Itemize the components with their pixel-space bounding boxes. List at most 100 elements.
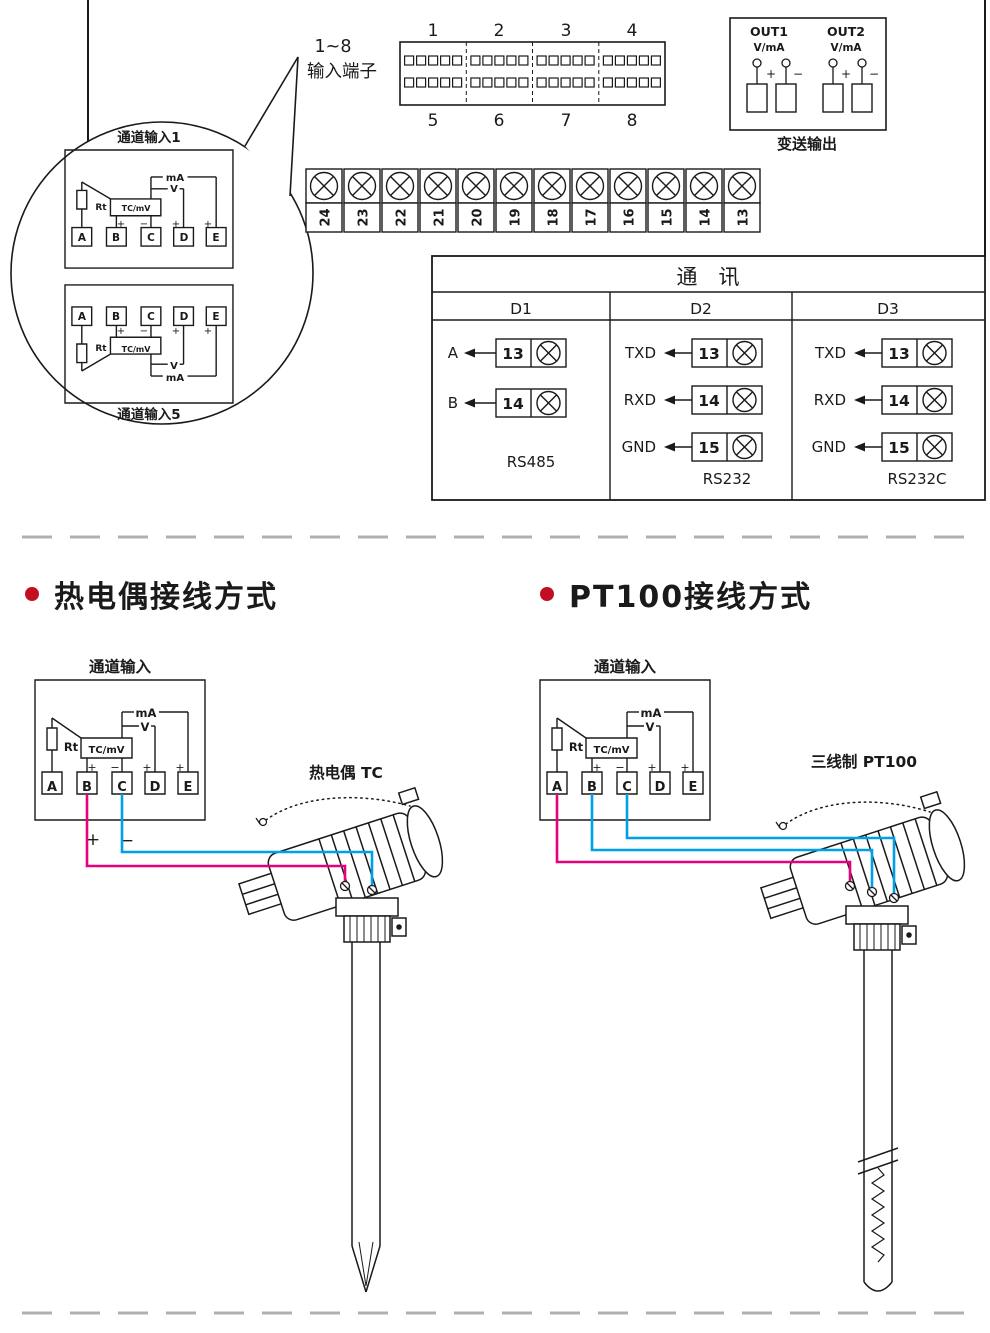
connector-dividers <box>465 42 600 105</box>
pt100-wiring-section: 通道输入 A B C D E Rt TC/mV V mA + − + + 三线制… <box>539 657 973 1292</box>
connector-number: 5 <box>428 111 439 131</box>
pt-sensor-body <box>845 905 917 1292</box>
screw-terminal-icon <box>536 390 561 416</box>
terminal-number: 20 <box>471 208 486 226</box>
terminal-a-label: A <box>552 780 562 795</box>
terminal-number: 21 <box>433 208 448 226</box>
screw-terminal-icon <box>457 168 495 204</box>
terminal-a-label: A <box>47 780 57 795</box>
channel1-label: 通道输入1 <box>117 129 180 146</box>
comm-terminal-num: 14 <box>698 392 720 410</box>
comm-terminal-num: 13 <box>888 345 910 363</box>
terminal-d-label: D <box>150 780 161 795</box>
screw-terminal-icon <box>723 168 761 204</box>
tc-section-heading: 热电偶接线方式 <box>54 580 278 615</box>
plus-sign: + <box>204 326 212 337</box>
connector-number: 4 <box>627 21 638 41</box>
comm-col-d2: D2 <box>690 300 712 318</box>
comm-table-outline <box>431 255 986 501</box>
minus-sign: − <box>140 219 148 230</box>
terminal-e-label: E <box>184 780 193 795</box>
plus-sign: + <box>647 761 656 774</box>
section-headings: 热电偶接线方式 PT100接线方式 <box>25 580 812 615</box>
output-terminal-squares <box>746 83 873 113</box>
tc-head-terminal-screws <box>339 880 378 896</box>
terminal-e-label: E <box>689 780 698 795</box>
terminal-number-boxes <box>305 202 761 233</box>
channel5-label: 通道输入5 <box>117 406 180 423</box>
plus-sign: + <box>142 761 151 774</box>
pt-element-coil <box>870 1167 886 1263</box>
comm-terminal-num: 14 <box>888 392 910 410</box>
connector-number: 3 <box>561 21 572 41</box>
terminal-c-label: C <box>117 780 127 795</box>
plus-sign: + <box>204 219 212 230</box>
tc-channel-label: 通道输入 <box>89 657 152 676</box>
rt-label: Rt <box>95 344 107 354</box>
terminal-b-label: B <box>82 780 92 795</box>
output-box: OUT1 OUT2 V/mA V/mA + − + − 变送输出 <box>729 17 887 153</box>
screw-terminal-icon <box>685 168 723 204</box>
pt-wire-b <box>590 794 874 892</box>
screw-terminal-icon <box>732 340 757 366</box>
terminal-d-label: D <box>180 232 189 244</box>
comm-col-d3: D3 <box>877 300 899 318</box>
tcmv-label: TC/mV <box>122 204 152 213</box>
tc-sensor-label: 热电偶 TC <box>309 763 383 782</box>
out2-label: OUT2 <box>827 24 865 39</box>
terminal-number: 18 <box>547 208 562 226</box>
pin-row <box>602 77 662 88</box>
comm-table-grid <box>432 291 985 500</box>
out1-label: OUT1 <box>750 24 788 39</box>
terminal-number: 24 <box>319 208 334 226</box>
terminal-numbers: 24 23 22 21 20 19 18 17 16 15 14 13 <box>319 208 752 226</box>
terminal-d-label: D <box>180 311 189 323</box>
terminal-number: 16 <box>623 208 638 226</box>
comm-table: 通 讯 D1 D2 D3 A 13 B 14 RS485 TXD 13 RXD … <box>431 255 986 501</box>
screw-terminal-icon <box>732 387 757 413</box>
balloon-tail <box>244 56 299 197</box>
terminal-strip: 24 23 22 21 20 19 18 17 16 15 14 13 <box>305 168 761 233</box>
comm-standard: RS232 <box>703 470 752 488</box>
out1-plus-label: + <box>766 67 776 81</box>
screw-terminal-icon <box>647 168 685 204</box>
comm-standard: RS232C <box>887 470 946 488</box>
plus-sign: + <box>87 761 96 774</box>
panel-outline <box>87 0 986 257</box>
input-connector: 1 2 3 4 5 6 7 8 <box>399 21 666 131</box>
v-label: V <box>170 184 178 195</box>
bullet-icon <box>25 587 39 601</box>
comm-col-d1: D1 <box>510 300 532 318</box>
terminal-d-label: D <box>655 780 666 795</box>
terminal-c-label: C <box>147 232 155 244</box>
pt-chain-anchor <box>778 821 788 831</box>
terminal-a-label: A <box>78 232 87 244</box>
screw-terminal-icon <box>922 387 947 413</box>
comm-signal: B <box>448 394 458 412</box>
comm-d3: TXD 13 RXD 14 GND 15 RS232C <box>812 338 953 488</box>
comm-d1: A 13 B 14 RS485 <box>448 338 567 471</box>
minus-sign: − <box>110 761 119 774</box>
terminal-c-label: C <box>622 780 632 795</box>
screw-terminal-icon <box>536 340 561 366</box>
comm-signal: TXD <box>624 344 656 362</box>
pt-section-heading: PT100接线方式 <box>569 580 812 615</box>
connector-number: 2 <box>494 21 505 41</box>
screw-terminal-icon <box>343 168 381 204</box>
plus-sign: + <box>172 219 180 230</box>
terminal-number: 15 <box>661 208 676 226</box>
comm-signal: A <box>448 344 459 362</box>
comm-terminal-num: 14 <box>502 395 524 413</box>
terminal-number: 22 <box>395 208 410 226</box>
comm-signal: GND <box>622 438 656 456</box>
out1-minus-label: − <box>793 67 803 81</box>
output-caption: 变送输出 <box>777 135 837 153</box>
plus-sign: + <box>172 326 180 337</box>
comm-terminal-num: 15 <box>698 439 720 457</box>
comm-title: 通 讯 <box>677 265 740 289</box>
tc-chain-anchor-slot <box>255 817 261 825</box>
comm-terminal-num: 13 <box>502 345 524 363</box>
callout-label-line2: 输入端子 <box>307 62 377 82</box>
comm-d2: TXD 13 RXD 14 GND 15 RS232 <box>622 338 763 488</box>
connector-number: 8 <box>627 111 638 131</box>
